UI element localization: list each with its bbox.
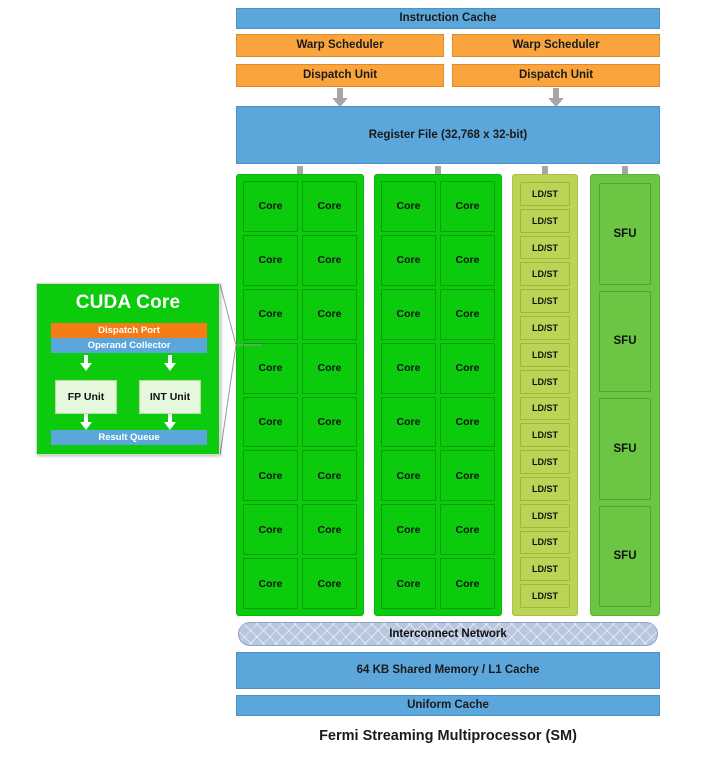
core-cell: Core	[243, 504, 298, 556]
sfu-unit: SFU	[599, 398, 651, 500]
arrow-down-dispatch-0-to-register-file	[332, 88, 348, 107]
cuda-core-fp-unit: FP Unit	[55, 380, 117, 414]
warp-scheduler-block-0: Warp Scheduler	[236, 34, 444, 57]
cuda-core-callout: CUDA Core Dispatch Port Operand Collecto…	[36, 283, 220, 455]
core-cell: Core	[243, 288, 298, 340]
core-cell: Core	[243, 342, 298, 394]
ldst-unit: LD/ST	[520, 423, 570, 448]
core-cell: Core	[440, 181, 495, 232]
arrow-down-operand-collector-to-int-unit	[164, 355, 176, 371]
core-cell: Core	[381, 181, 436, 232]
core-cell: Core	[302, 504, 357, 556]
ldst-unit: LD/ST	[520, 369, 570, 394]
core-cell: Core	[243, 234, 298, 286]
core-cell: Core	[302, 450, 357, 502]
core-cell: Core	[302, 558, 357, 609]
core-cell: Core	[302, 342, 357, 394]
core-cell: Core	[440, 342, 495, 394]
instruction-cache-block: Instruction Cache	[236, 8, 660, 29]
core-cell: Core	[302, 181, 357, 232]
core-cell: Core	[381, 504, 436, 556]
ldst-unit: LD/ST	[520, 182, 570, 206]
sfu-unit: SFU	[599, 183, 651, 285]
core-cell: Core	[381, 288, 436, 340]
register-file-block: Register File (32,768 x 32-bit)	[236, 106, 660, 164]
ldst-unit: LD/ST	[520, 530, 570, 555]
core-cell: Core	[302, 234, 357, 286]
dispatch-unit-block-0: Dispatch Unit	[236, 64, 444, 87]
core-cell: Core	[302, 288, 357, 340]
sfu-unit: SFU	[599, 290, 651, 392]
ldst-unit: LD/ST	[520, 503, 570, 528]
sfu-unit: SFU	[599, 505, 651, 607]
cuda-core-callout-title: CUDA Core	[75, 292, 181, 313]
ldst-unit: LD/ST	[520, 235, 570, 260]
ldst-unit: LD/ST	[520, 450, 570, 474]
core-cell: Core	[381, 396, 436, 448]
ldst-unit: LD/ST	[520, 396, 570, 421]
ldst-unit: LD/ST	[520, 208, 570, 233]
cuda-core-int-unit: INT Unit	[139, 380, 201, 414]
diagram-caption: Fermi Streaming Multiprocessor (SM)	[319, 728, 577, 744]
cuda-core-result-queue: Result Queue	[51, 430, 207, 445]
core-cell: Core	[381, 342, 436, 394]
uniform-cache-block: Uniform Cache	[236, 695, 660, 716]
arrow-down-int-unit-to-result-queue	[164, 414, 176, 430]
ldst-unit: LD/ST	[520, 557, 570, 582]
interconnect-network-block: Interconnect Network	[238, 622, 658, 646]
ldst-unit: LD/ST	[520, 342, 570, 367]
cuda-core-operand-collector: Operand Collector	[51, 338, 207, 353]
core-cell: Core	[440, 396, 495, 448]
core-cell: Core	[243, 450, 298, 502]
ldst-unit: LD/ST	[520, 262, 570, 287]
core-cell: Core	[440, 450, 495, 502]
ldst-unit: LD/ST	[520, 476, 570, 501]
core-cell: Core	[440, 288, 495, 340]
core-cell: Core	[381, 558, 436, 609]
arrow-down-fp-unit-to-result-queue	[80, 414, 92, 430]
ldst-unit: LD/ST	[520, 289, 570, 314]
core-cell: Core	[243, 181, 298, 232]
arrow-down-dispatch-1-to-register-file	[548, 88, 564, 107]
core-cell: Core	[302, 396, 357, 448]
core-cell: Core	[440, 234, 495, 286]
core-cell: Core	[243, 558, 298, 609]
arrow-down-operand-collector-to-fp-unit	[80, 355, 92, 371]
core-cell: Core	[381, 234, 436, 286]
core-cell: Core	[243, 396, 298, 448]
core-cell: Core	[381, 450, 436, 502]
dispatch-unit-block-1: Dispatch Unit	[452, 64, 660, 87]
core-cell: Core	[440, 504, 495, 556]
ldst-unit: LD/ST	[520, 316, 570, 340]
core-cell: Core	[440, 558, 495, 609]
ldst-unit: LD/ST	[520, 584, 570, 608]
cuda-core-dispatch-port: Dispatch Port	[51, 323, 207, 338]
shared-memory-l1-cache-block: 64 KB Shared Memory / L1 Cache	[236, 652, 660, 689]
warp-scheduler-block-1: Warp Scheduler	[452, 34, 660, 57]
